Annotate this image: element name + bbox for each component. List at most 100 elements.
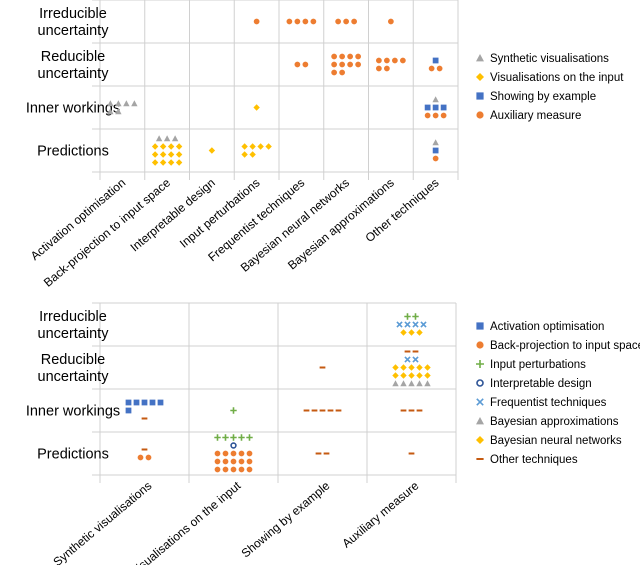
marker-auxiliary-measure: [294, 18, 301, 25]
marker-showing-by-example: [432, 57, 439, 64]
marker-visualisations-on-the-input: [175, 159, 183, 166]
marker-bayesian-neural-networks: [400, 364, 407, 371]
marker-activation-optimisation: [125, 407, 132, 414]
legend-label: Other techniques: [490, 454, 578, 466]
marker-back-projection-to-input-space: [222, 450, 229, 457]
marker-visualisations-on-the-input: [249, 151, 256, 158]
marker-visualisations-on-the-input: [159, 151, 167, 158]
marker-input-perturbations: [222, 434, 229, 441]
marker-frequentist-techniques: [396, 321, 403, 328]
legend-marker-activation-optimisation: [476, 322, 484, 330]
marker-visualisations-on-the-input: [151, 143, 159, 150]
marker-synthetic-visualisations: [155, 135, 163, 142]
column-label: Interpretable design: [128, 176, 218, 255]
marker-bayesian-approximations: [400, 380, 407, 387]
marker-visualisations-on-the-input: [175, 143, 183, 150]
marker-visualisations-on-the-input: [241, 143, 248, 150]
marker-auxiliary-measure: [347, 53, 354, 60]
legend-marker-frequentist-techniques: [476, 398, 484, 406]
row-label: Inner workings: [26, 101, 120, 117]
marker-back-projection-to-input-space: [238, 458, 245, 465]
marker-synthetic-visualisations: [432, 96, 439, 103]
marker-auxiliary-measure: [302, 18, 309, 25]
marker-back-projection-to-input-space: [137, 454, 144, 461]
marker-synthetic-visualisations: [131, 100, 138, 107]
marker-input-perturbations: [412, 313, 419, 320]
marker-back-projection-to-input-space: [230, 450, 237, 457]
marker-input-perturbations: [230, 407, 237, 414]
marker-back-projection-to-input-space: [246, 450, 253, 457]
marker-auxiliary-measure: [391, 57, 398, 64]
marker-auxiliary-measure: [432, 155, 439, 162]
marker-auxiliary-measure: [331, 53, 338, 60]
legend-marker-bayesian-neural-networks: [476, 436, 484, 444]
marker-auxiliary-measure: [335, 18, 342, 25]
marker-showing-by-example: [432, 104, 439, 111]
marker-visualisations-on-the-input: [241, 151, 248, 158]
marker-auxiliary-measure: [432, 112, 439, 119]
legend-label: Auxiliary measure: [490, 110, 581, 122]
marker-visualisations-on-the-input: [167, 143, 175, 150]
marker-auxiliary-measure: [375, 57, 382, 64]
marker-activation-optimisation: [125, 399, 132, 406]
marker-auxiliary-measure: [343, 18, 350, 25]
marker-back-projection-to-input-space: [145, 454, 152, 461]
marker-showing-by-example: [440, 104, 447, 111]
marker-activation-optimisation: [133, 399, 140, 406]
row-label: Inner workings: [26, 404, 120, 420]
marker-visualisations-on-the-input: [257, 143, 264, 150]
column-label: Input perturbations: [177, 176, 263, 251]
marker-auxiliary-measure: [331, 69, 338, 76]
marker-frequentist-techniques: [412, 321, 419, 328]
marker-bayesian-neural-networks: [424, 364, 431, 371]
marker-back-projection-to-input-space: [238, 466, 245, 473]
marker-visualisations-on-the-input: [159, 143, 167, 150]
marker-visualisations-on-the-input: [151, 159, 159, 166]
legend-label: Back-projection to input space: [490, 340, 640, 352]
marker-synthetic-visualisations: [115, 108, 122, 115]
legend-label: Showing by example: [490, 91, 596, 103]
legend-marker-auxiliary-measure: [476, 111, 484, 119]
legend-marker-input-perturbations: [476, 360, 484, 368]
marker-auxiliary-measure: [383, 57, 390, 64]
marker-visualisations-on-the-input: [249, 143, 256, 150]
marker-auxiliary-measure: [375, 65, 382, 72]
marker-synthetic-visualisations: [115, 100, 122, 107]
marker-bayesian-approximations: [392, 380, 399, 387]
marker-bayesian-neural-networks: [416, 329, 423, 336]
marker-back-projection-to-input-space: [246, 458, 253, 465]
marker-showing-by-example: [432, 147, 439, 154]
marker-back-projection-to-input-space: [230, 458, 237, 465]
marker-back-projection-to-input-space: [230, 466, 237, 473]
marker-visualisations-on-the-input: [265, 143, 272, 150]
marker-auxiliary-measure: [339, 61, 346, 68]
marker-activation-optimisation: [141, 399, 148, 406]
marker-bayesian-approximations: [416, 380, 423, 387]
marker-auxiliary-measure: [424, 112, 431, 119]
marker-visualisations-on-the-input: [167, 151, 175, 158]
marker-auxiliary-measure: [302, 61, 309, 68]
marker-synthetic-visualisations: [432, 139, 439, 146]
marker-input-perturbations: [214, 434, 221, 441]
marker-back-projection-to-input-space: [214, 466, 221, 473]
marker-bayesian-neural-networks: [392, 364, 399, 371]
marker-back-projection-to-input-space: [214, 458, 221, 465]
legend-label: Bayesian neural networks: [490, 435, 622, 447]
legend-marker-showing-by-example: [476, 92, 484, 100]
marker-auxiliary-measure: [310, 18, 317, 25]
marker-interpretable-design: [230, 442, 237, 449]
marker-auxiliary-measure: [339, 53, 346, 60]
marker-frequentist-techniques: [404, 321, 411, 328]
row-label: Predictions: [37, 447, 109, 463]
marker-visualisations-on-the-input: [208, 147, 216, 154]
legend-label: Interpretable design: [490, 378, 592, 390]
marker-back-projection-to-input-space: [214, 450, 221, 457]
marker-auxiliary-measure: [440, 112, 447, 119]
marker-bayesian-approximations: [408, 380, 415, 387]
marker-auxiliary-measure: [253, 18, 260, 25]
marker-auxiliary-measure: [339, 69, 346, 76]
marker-visualisations-on-the-input: [253, 104, 260, 111]
